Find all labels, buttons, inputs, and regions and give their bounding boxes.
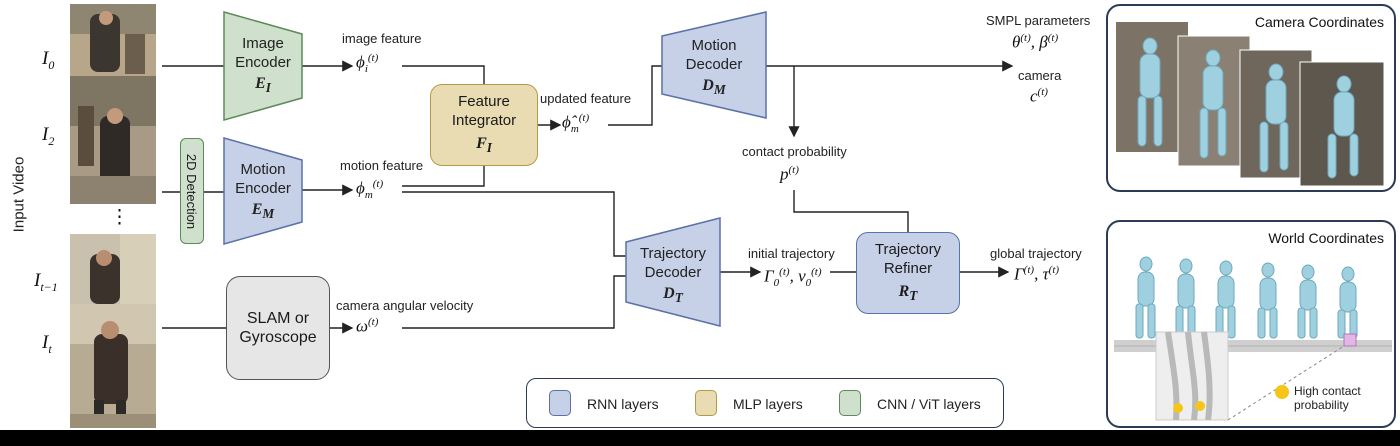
legend-label-rnn: RNN layers <box>587 396 659 412</box>
video-frame-2 <box>70 76 156 204</box>
p-math: p(t) <box>780 164 799 184</box>
frame-label-it: It <box>42 332 52 356</box>
global-trajectory-math: Γ(t), τ(t) <box>1014 264 1060 284</box>
legend-label-cnn: CNN / ViT layers <box>877 396 981 412</box>
trajectory-refiner-block: Trajectory Refiner RT <box>856 232 960 314</box>
world-coordinates-title: World Coordinates <box>1268 230 1384 246</box>
feature-integrator-line1: Feature <box>458 93 510 111</box>
camera-label: camera <box>1018 68 1062 83</box>
slam-gyroscope-block: SLAM or Gyroscope <box>226 276 330 380</box>
legend: RNN layers MLP layers CNN / ViT layers <box>526 378 1004 428</box>
legend-swatch-mlp <box>695 390 717 416</box>
camera-angular-velocity-label: camera angular velocity <box>336 298 474 313</box>
legend-label-mlp: MLP layers <box>733 396 803 412</box>
high-contact-label: High contact probability <box>1294 384 1361 412</box>
trajectory-refiner-symbol: RT <box>898 283 918 304</box>
feature-integrator-symbol: FI <box>476 135 492 156</box>
world-coordinates-render <box>1114 256 1392 421</box>
frame-ellipsis: ⋮ <box>110 207 129 228</box>
feature-integrator-line2: Integrator <box>451 112 517 130</box>
omega-math: ω(t) <box>356 316 379 336</box>
slam-line1: SLAM or <box>246 310 310 327</box>
frame-label-i2: I2 <box>42 124 55 148</box>
frame-label-i0: I0 <box>42 48 55 72</box>
phi-m-math: ϕm(t) <box>356 178 384 202</box>
frame-label-it-1: It−1 <box>34 270 58 294</box>
trajectory-refiner-line2: Refiner <box>883 260 933 278</box>
world-coordinates-panel: World Coordinates High contact probabili… <box>1106 220 1396 428</box>
global-trajectory-label: global trajectory <box>990 246 1082 261</box>
camera-coordinates-render <box>1116 22 1385 187</box>
trajectory-refiner-line1: Trajectory <box>874 241 942 259</box>
motion-decoder-shape <box>661 11 767 119</box>
trajectory-decoder-shape <box>625 217 721 327</box>
legend-swatch-cnn <box>839 390 861 416</box>
camera-c-math: c(t) <box>1030 86 1048 106</box>
image-encoder-shape <box>223 11 303 121</box>
initial-trajectory-math: Γ0(t), v0(t) <box>764 266 822 290</box>
bottom-border-strip <box>0 430 1400 446</box>
contact-probability-label: contact probability <box>742 144 847 159</box>
slam-line2: Gyroscope <box>239 329 317 346</box>
legend-swatch-rnn <box>549 390 571 416</box>
motion-encoder-shape <box>223 137 303 245</box>
video-frame-t <box>70 304 156 428</box>
video-frame-t-1 <box>70 234 156 304</box>
motion-feature-label: motion feature <box>340 158 424 173</box>
camera-coordinates-title: Camera Coordinates <box>1254 14 1384 30</box>
camera-coordinates-panel: Camera Coordinates <box>1106 4 1396 192</box>
initial-trajectory-label: initial trajectory <box>748 246 835 261</box>
image-feature-label: image feature <box>342 31 422 46</box>
smpl-parameters-label: SMPL parameters <box>986 13 1091 28</box>
phi-hat-m-math: ϕ̂m(t) <box>562 112 590 136</box>
feature-integrator-block: Feature Integrator FI <box>430 84 538 166</box>
updated-feature-label: updated feature <box>540 91 632 106</box>
phi-i-math: ϕi(t) <box>356 52 379 76</box>
video-frame-0 <box>70 4 156 76</box>
2d-detection-block: 2D Detection <box>180 138 204 244</box>
smpl-math: θ(t), β(t) <box>1012 32 1059 52</box>
